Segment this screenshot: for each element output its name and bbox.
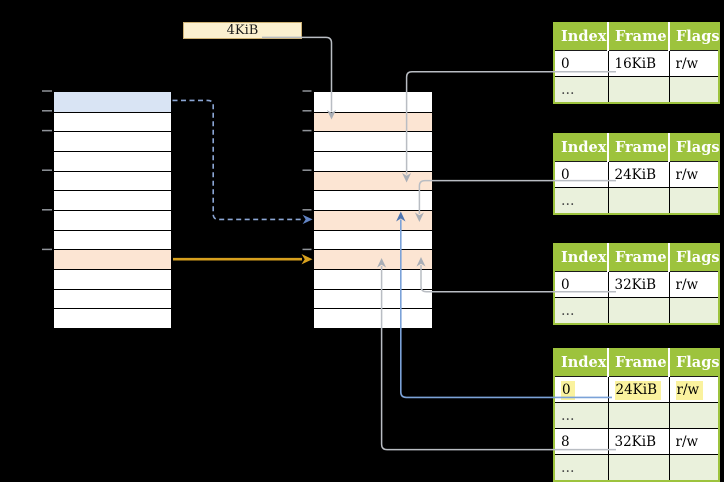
column-header-frame: Frame (608, 23, 670, 51)
table-cell: 24KiB (607, 161, 670, 188)
memory-row-white (54, 150, 171, 171)
memory-row-white (54, 308, 171, 328)
memory-row-white (54, 209, 171, 230)
memory-row-white (314, 308, 432, 328)
column-header-frame: Frame (608, 244, 670, 272)
column-header-frame: Frame (608, 349, 670, 377)
column-header-index: Index (554, 23, 609, 51)
physical-memory-column (313, 91, 433, 329)
highlighted-value: 24KiB (614, 380, 662, 400)
column-header-flags: Flags (669, 244, 720, 272)
table-cell: 0 (553, 271, 609, 298)
memory-row-white (314, 229, 432, 250)
column-header-flags: Flags (669, 134, 720, 162)
table-cell (607, 297, 670, 325)
table-cell: 0 (553, 161, 609, 188)
memory-row-white (54, 131, 171, 151)
table-row: 0 24KiB r/w (553, 376, 720, 403)
column-header-index: Index (554, 244, 609, 272)
table-row: … (553, 454, 720, 482)
table-cell: 0 (553, 376, 609, 403)
table-cell: 8 (553, 428, 609, 455)
arrowhead-virtual-to-physical (302, 214, 313, 225)
memory-row-orange (314, 111, 432, 132)
table-row: … (553, 76, 720, 104)
table-cell: … (553, 454, 609, 482)
table-cell: … (553, 297, 609, 325)
column-header-flags: Flags (669, 23, 720, 51)
memory-row-white (314, 131, 432, 151)
memory-row-white (54, 229, 171, 250)
memory-row-white (314, 288, 432, 309)
page-size-box: 4KiB (183, 22, 302, 39)
highlighted-value: 0 (561, 380, 575, 400)
column-header-frame: Frame (608, 134, 670, 162)
memory-row-orange (314, 249, 432, 269)
highlighted-value: r/w (675, 380, 704, 400)
table-cell (668, 402, 720, 429)
table-row: … (553, 402, 720, 429)
table-cell: r/w (668, 50, 720, 77)
memory-row-white (54, 268, 171, 289)
table-cell: 24KiB (607, 376, 670, 403)
table-cell (668, 454, 720, 482)
table-cell: r/w (668, 428, 720, 455)
table-cell (607, 454, 670, 482)
table-cell: r/w (668, 376, 720, 403)
page-size-label: 4KiB (226, 23, 259, 38)
memory-row-white (54, 111, 171, 132)
table-cell: 0 (553, 50, 609, 77)
memory-row-orange (54, 249, 171, 269)
memory-row-blue (54, 92, 171, 112)
table-cell (668, 187, 720, 215)
memory-row-white (314, 150, 432, 171)
table-cell: … (553, 76, 609, 104)
table-cell (607, 402, 670, 429)
table-cell (607, 76, 670, 104)
memory-row-orange (314, 170, 432, 191)
table-cell: r/w (668, 271, 720, 298)
memory-row-white (314, 190, 432, 210)
table-cell: 32KiB (607, 428, 670, 455)
arrowhead-orange-mapping (301, 254, 313, 265)
memory-row-orange (314, 209, 432, 230)
table-cell (607, 187, 670, 215)
table-cell: … (553, 187, 609, 215)
arrow-virtual-to-physical-dashed (172, 99, 303, 221)
table-row: … (553, 187, 720, 215)
table-row: … (553, 297, 720, 325)
column-header-index: Index (554, 349, 609, 377)
table-cell (668, 76, 720, 104)
column-header-index: Index (554, 134, 609, 162)
memory-row-white (54, 288, 171, 309)
memory-row-white (54, 170, 171, 191)
column-header-flags: Flags (669, 349, 720, 377)
memory-row-white (54, 190, 171, 210)
table-cell: … (553, 402, 609, 429)
memory-row-white (314, 268, 432, 289)
table-cell: 32KiB (607, 271, 670, 298)
virtual-memory-column (53, 91, 172, 329)
table-cell: 16KiB (607, 50, 670, 77)
table-cell: r/w (668, 161, 720, 188)
table-cell (668, 297, 720, 325)
memory-row-white (314, 92, 432, 112)
